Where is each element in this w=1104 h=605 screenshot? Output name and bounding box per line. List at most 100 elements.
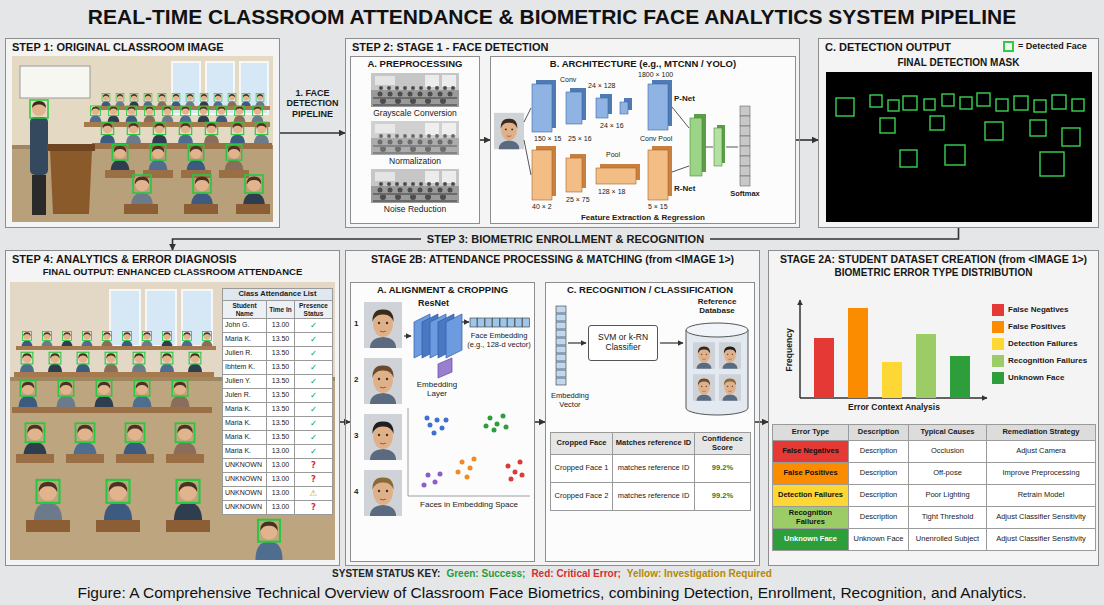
attendance-photo: [76, 352, 90, 373]
table-cell: Unknown Face: [848, 528, 909, 551]
table-cell: ✓: [294, 346, 333, 361]
attendance-photo: [10, 380, 335, 560]
detection-mask: [903, 96, 917, 110]
recognition-figure: [556, 322, 566, 329]
alignment-figure: [495, 422, 500, 427]
alignment-figure: [484, 424, 489, 429]
classroom-photo: [186, 145, 205, 173]
label-box: Normalization: [350, 157, 480, 167]
label: Conv: [560, 76, 576, 84]
attendance-photo: [41, 332, 52, 348]
status-key-bar: SYSTEM STATUS KEY:Green: Success;Red: Cr…: [0, 568, 1104, 580]
connector: [755, 421, 768, 423]
classroom-photo: [32, 175, 46, 215]
alignment-figure: [465, 475, 470, 480]
legend-text: Detection Failures: [1008, 339, 1077, 348]
table-text: Unknown Face: [784, 535, 837, 544]
alignment-figure: [425, 416, 430, 421]
node-heading: STEP 4: ANALYTICS & ERROR DIAGNOSIS: [12, 253, 333, 266]
table-text: Maria K.: [225, 433, 251, 441]
table-cell: UNKNOWN: [222, 486, 267, 501]
alignment-figure: [488, 416, 493, 421]
table-text: ✓: [310, 433, 317, 443]
table-text: Student Name: [225, 302, 264, 317]
table-cell: Time In: [266, 300, 295, 319]
label-box: Softmax: [724, 190, 766, 199]
alignment-figure: [414, 314, 462, 358]
attendance-photo: [10, 282, 335, 560]
panel-fill: [5, 38, 280, 228]
alignment-figure: [504, 425, 509, 430]
table-cell: Description: [848, 484, 909, 507]
alignment-figure: [472, 457, 477, 462]
table-text: ?: [311, 475, 316, 485]
label-box: 1: [354, 319, 358, 328]
title-bar: REAL-TIME CLASSROOM ATTENDANCE & BIOMETR…: [0, 5, 1104, 29]
status-key-text: Green: Success;: [446, 568, 525, 580]
table-text: 13.50: [272, 363, 290, 371]
recognition-figure: [556, 306, 566, 313]
table-text: Ibhtem K.: [225, 363, 255, 371]
classroom-photo: [124, 204, 158, 214]
table-text: ⚠: [310, 489, 318, 499]
table-text: Detection Failures: [778, 491, 843, 500]
attendance-photo: [160, 352, 174, 373]
table-cell: ?: [294, 458, 333, 473]
table-cell: matches reference ID: [612, 454, 695, 483]
alignment-figure: [485, 318, 492, 327]
detection-mask: [1014, 96, 1028, 110]
table-text: False Negatives: [782, 447, 839, 456]
table-cell: Adjust Classifier Sensitivity: [986, 506, 1096, 529]
table-text: 13.00: [272, 475, 290, 483]
node-heading: C. RECOGNITION / CLASSIFICATION: [552, 285, 748, 296]
alignment-figure: [422, 483, 427, 488]
table-cell: Cropped Face 1: [550, 454, 613, 483]
label-box: 150 × 15: [534, 135, 561, 143]
table-text: Adjust Classifier Sensitivity: [996, 513, 1086, 522]
detection-mask: [1030, 120, 1046, 136]
table-text: 99.2%: [712, 464, 733, 473]
error-bar-chart: [950, 356, 970, 398]
table-cell: Maria K.: [222, 332, 267, 347]
table-text: 13.00: [272, 489, 290, 497]
table-cell: Occlusion: [908, 440, 987, 463]
classifier-box: SVM or k-RN Classifier: [588, 325, 658, 361]
classroom-photo: [90, 106, 102, 124]
alignment-figure: [492, 428, 497, 433]
table-cell: ✓: [294, 444, 333, 459]
table-text: ✓: [310, 335, 317, 345]
table-cell: 13.50: [266, 332, 295, 347]
attendance-photo: [174, 480, 202, 522]
status-key-text: SYSTEM STATUS KEY:: [332, 568, 440, 580]
classroom-photo: [30, 117, 48, 175]
attendance-photo: [101, 332, 112, 348]
table-cell: Description: [848, 440, 909, 463]
table-text: 13.50: [272, 433, 290, 441]
table-text: Maria K.: [225, 405, 251, 413]
detection-mask: [836, 98, 854, 116]
legend-swatch: [1003, 41, 1014, 52]
caption-bar: Figure: A Comprehensive Technical Overvi…: [0, 584, 1104, 602]
detection-mask: [985, 122, 1003, 140]
alignment-figure: [513, 470, 518, 475]
attendance-photo: [26, 520, 70, 532]
classroom-photo: [144, 106, 156, 124]
status-key-text: Yellow: Investigation Required: [627, 568, 772, 580]
network-architecture: [532, 150, 668, 200]
label-box: Faces in Embedding Space: [406, 500, 532, 509]
classroom-photo: [236, 204, 270, 214]
label-box: 1800 × 100: [638, 71, 673, 79]
label: 128 × 18: [598, 188, 625, 196]
label-box: Frequency: [784, 328, 794, 371]
table-text: Julien Y.: [225, 377, 251, 385]
node-subheading: FINAL OUTPUT: ENHANCED CLASSROOM ATTENDA…: [12, 267, 333, 278]
recognition-figure: [719, 342, 741, 369]
network-architecture: [726, 147, 738, 148]
node-heading: B. ARCHITECTURE (e.g., MTCNN / YOLO): [497, 59, 789, 70]
table-text: Adjust Classifier Sensitivity: [996, 535, 1086, 544]
label-box: Embedding Vector: [546, 392, 594, 409]
node-heading: STAGE 2A: STUDENT DATASET CREATION (from…: [775, 253, 1092, 265]
recognition-figure: [693, 374, 715, 401]
attendance-photo: [181, 332, 192, 348]
